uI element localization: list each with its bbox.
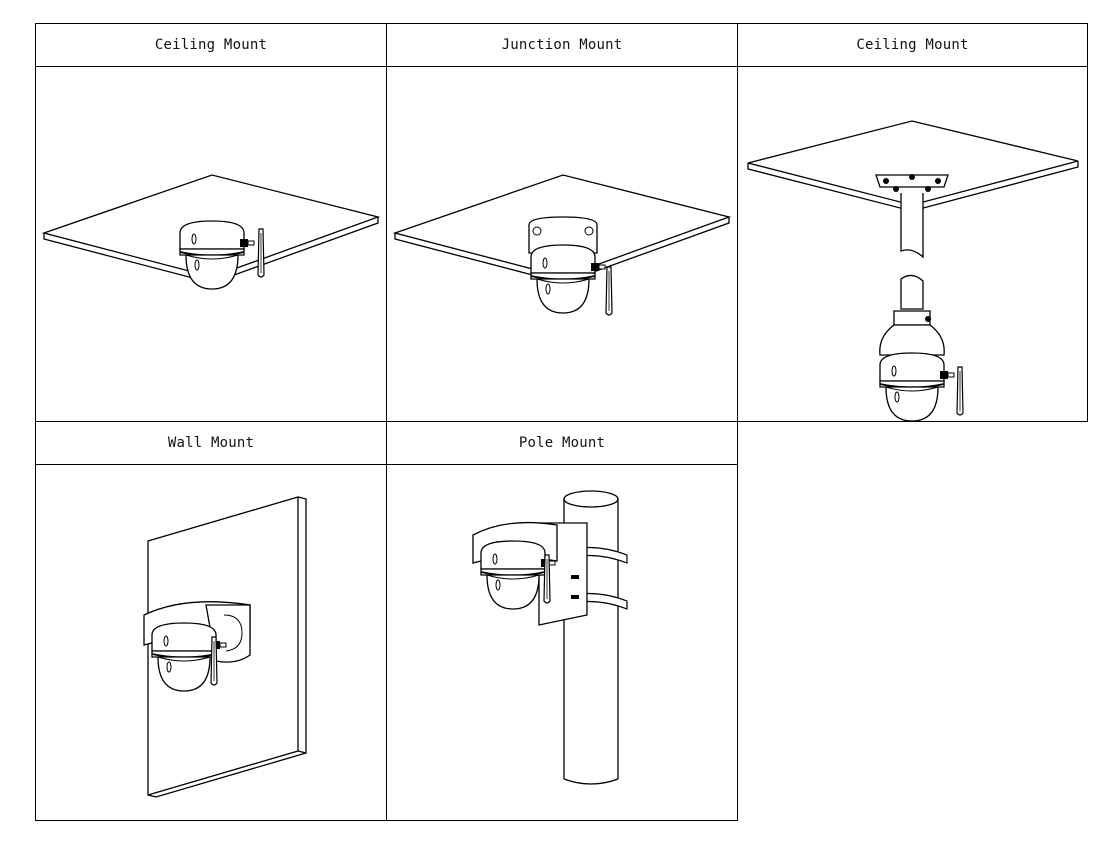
panel-title: Junction Mount (387, 24, 737, 67)
dome-camera-pole-icon (387, 465, 737, 820)
panel-title: Pole Mount (387, 422, 737, 465)
mount-options-grid: Ceiling Mount Junction Mount Ceiling Mou… (35, 23, 1088, 821)
panel-wall-mount: Wall Mount (35, 421, 387, 821)
panel-pole-mount: Pole Mount (386, 421, 738, 821)
dome-camera-pendant-icon (738, 67, 1087, 421)
panel-title: Wall Mount (36, 422, 386, 465)
dome-camera-junction-box-icon (387, 67, 737, 316)
panel-ceiling-mount-pendant: Ceiling Mount (737, 23, 1088, 422)
panel-ceiling-mount: Ceiling Mount (35, 23, 387, 422)
dome-camera-ceiling-icon (36, 67, 386, 290)
panel-title: Ceiling Mount (36, 24, 386, 67)
panel-title: Ceiling Mount (738, 24, 1087, 67)
panel-junction-mount: Junction Mount (386, 23, 738, 422)
dome-camera-wall-icon (36, 465, 386, 820)
